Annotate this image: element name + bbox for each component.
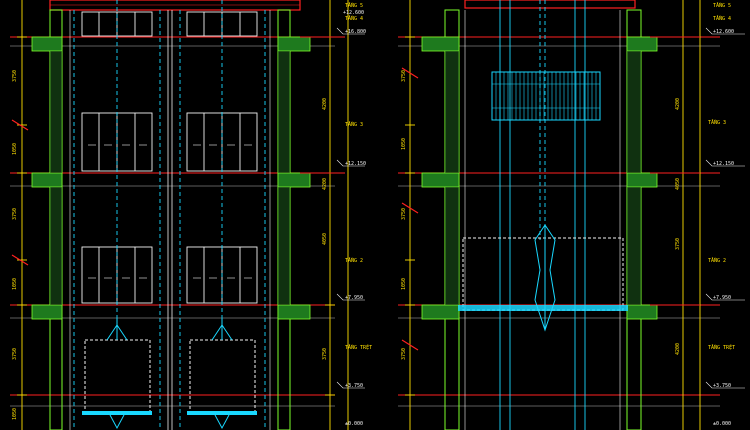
left-elevator-section: TẦNG 5 TẦNG 4 TẦNG 3 TẦNG 2 TẦNG TRỆT +1… [10, 0, 372, 430]
left-dim-right-1: 4200 [322, 178, 328, 190]
left-floor-label-3: TẦNG 3 [345, 121, 363, 128]
left-level-mark-4: +3.750 [345, 383, 363, 389]
right-section-left-wall [421, 9, 460, 430]
left-cyan-cables [73, 0, 266, 430]
left-level-mark-2: +12.150 [345, 161, 366, 167]
right-floor-label-ground: TẦNG TRỆT [708, 343, 735, 351]
right-dim-left-3: 1050 [401, 278, 407, 290]
right-level-mark-1: +12.150 [713, 161, 734, 167]
left-shaft-outlines [69, 10, 271, 430]
right-elevator-car [462, 237, 624, 311]
left-dim-left-5: 1050 [12, 408, 18, 420]
right-dim-right-2: 3750 [675, 238, 681, 250]
left-car-hangers [106, 318, 233, 341]
right-level-mark-3: +3.750 [713, 383, 731, 389]
left-dim-left-1: 1050 [12, 143, 18, 155]
right-red-ticks [401, 67, 419, 351]
left-dim-left-3: 1050 [12, 278, 18, 290]
left-section-center-divider [167, 10, 173, 430]
left-section-right-wall [277, 9, 311, 430]
left-dimension-chain-left [17, 0, 27, 430]
right-level-mark-4: ±0.000 [713, 421, 731, 427]
left-top-counterweights [81, 11, 258, 37]
right-counterweight-block [491, 71, 601, 121]
left-level-mark-1: +16.800 [345, 29, 366, 35]
right-elevator-section: TẦNG 5 TẦNG 4 TẦNG 3 TẦNG 2 TẦNG TRỆT +1… [398, 0, 745, 430]
right-car-sling [534, 224, 556, 332]
right-level-mark-0: +12.600 [713, 29, 734, 35]
right-floor-label-5: TẦNG 5 [713, 2, 731, 9]
right-level-markers [705, 27, 745, 389]
left-dim-left-4: 3750 [12, 348, 18, 360]
left-dim-left-0: 3750 [12, 70, 18, 82]
left-car-buffers [109, 414, 230, 430]
left-level-mark-5: ±0.000 [345, 421, 363, 427]
right-dim-left-1: 1050 [401, 138, 407, 150]
right-floor-label-3: TẦNG 3 [708, 119, 726, 126]
right-top-beam [464, 0, 636, 9]
right-dim-right-1: 4050 [675, 178, 681, 190]
right-cyan-rails [499, 0, 586, 430]
left-level-markers [336, 27, 365, 389]
right-dim-left-4: 3750 [401, 348, 407, 360]
right-dimension-chain-right [678, 0, 701, 430]
left-doors-floor-2 [81, 246, 258, 304]
right-dimension-chain-left [405, 0, 415, 430]
left-elevator-cars [84, 339, 256, 413]
left-red-ticks [11, 119, 29, 266]
left-red-floor-ticks [300, 36, 345, 174]
right-car-floor-platform [458, 305, 628, 311]
right-dim-right-0: 4200 [675, 98, 681, 110]
left-floor-label-4: TẦNG 4 [345, 15, 363, 22]
right-red-floor-ticks [650, 36, 700, 306]
left-dimension-chain-right [325, 0, 349, 430]
left-dim-left-2: 3750 [12, 208, 18, 220]
left-doors-floor-3 [81, 112, 258, 172]
left-dim-right-2: 4050 [322, 233, 328, 245]
right-dim-left-0: 3750 [401, 70, 407, 82]
left-section-left-wall [31, 9, 63, 430]
left-floor-label-5: TẦNG 5 [345, 2, 363, 9]
left-car-floor-platforms [82, 411, 257, 415]
left-floor-label-2: TẦNG 2 [345, 257, 363, 264]
right-dim-right-3: 4200 [675, 343, 681, 355]
left-level-mark-0: +12.600 [343, 10, 364, 16]
left-dim-right-3: 3750 [322, 348, 328, 360]
left-floor-label-ground: TẦNG TRỆT [345, 343, 372, 351]
right-floor-label-2: TẦNG 2 [708, 257, 726, 264]
left-level-mark-3: +7.950 [345, 295, 363, 301]
right-level-mark-2: +7.950 [713, 295, 731, 301]
right-floor-label-4: TẦNG 4 [713, 15, 731, 22]
right-dim-left-2: 3750 [401, 208, 407, 220]
left-dim-right-0: 4200 [322, 98, 328, 110]
right-shaft-outlines [464, 10, 621, 430]
right-section-right-wall [626, 9, 658, 430]
